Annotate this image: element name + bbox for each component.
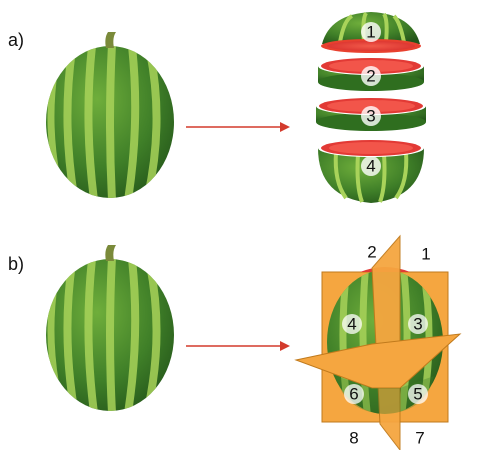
arrow-b	[186, 341, 290, 351]
svg-text:5: 5	[413, 385, 422, 404]
piece-label-3: 3	[408, 314, 428, 334]
piece-label-8: 8	[349, 429, 358, 448]
whole-watermelon-b	[46, 245, 174, 413]
label-b: b)	[8, 254, 24, 274]
piece-label-1: 1	[421, 245, 430, 264]
slice-label-2: 2	[361, 66, 381, 86]
piece-label-2: 2	[367, 243, 376, 262]
svg-text:4: 4	[366, 157, 375, 176]
cut-watermelon	[296, 236, 460, 450]
piece-label-7: 7	[415, 429, 424, 448]
svg-text:3: 3	[413, 315, 422, 334]
svg-text:1: 1	[366, 23, 375, 42]
slice-label-3: 3	[361, 106, 381, 126]
piece-label-4: 4	[342, 314, 362, 334]
whole-watermelon-a	[46, 32, 174, 200]
svg-text:3: 3	[366, 107, 375, 126]
svg-text:6: 6	[349, 385, 358, 404]
svg-text:4: 4	[347, 315, 356, 334]
piece-label-6: 6	[344, 384, 364, 404]
piece-label-5: 5	[408, 384, 428, 404]
sliced-watermelon: 1 2 3 4	[316, 12, 426, 203]
slice-label-4: 4	[361, 156, 381, 176]
label-a: a)	[8, 30, 24, 50]
slice-label-1: 1	[361, 22, 381, 42]
svg-text:2: 2	[366, 67, 375, 86]
arrow-a	[186, 122, 290, 132]
